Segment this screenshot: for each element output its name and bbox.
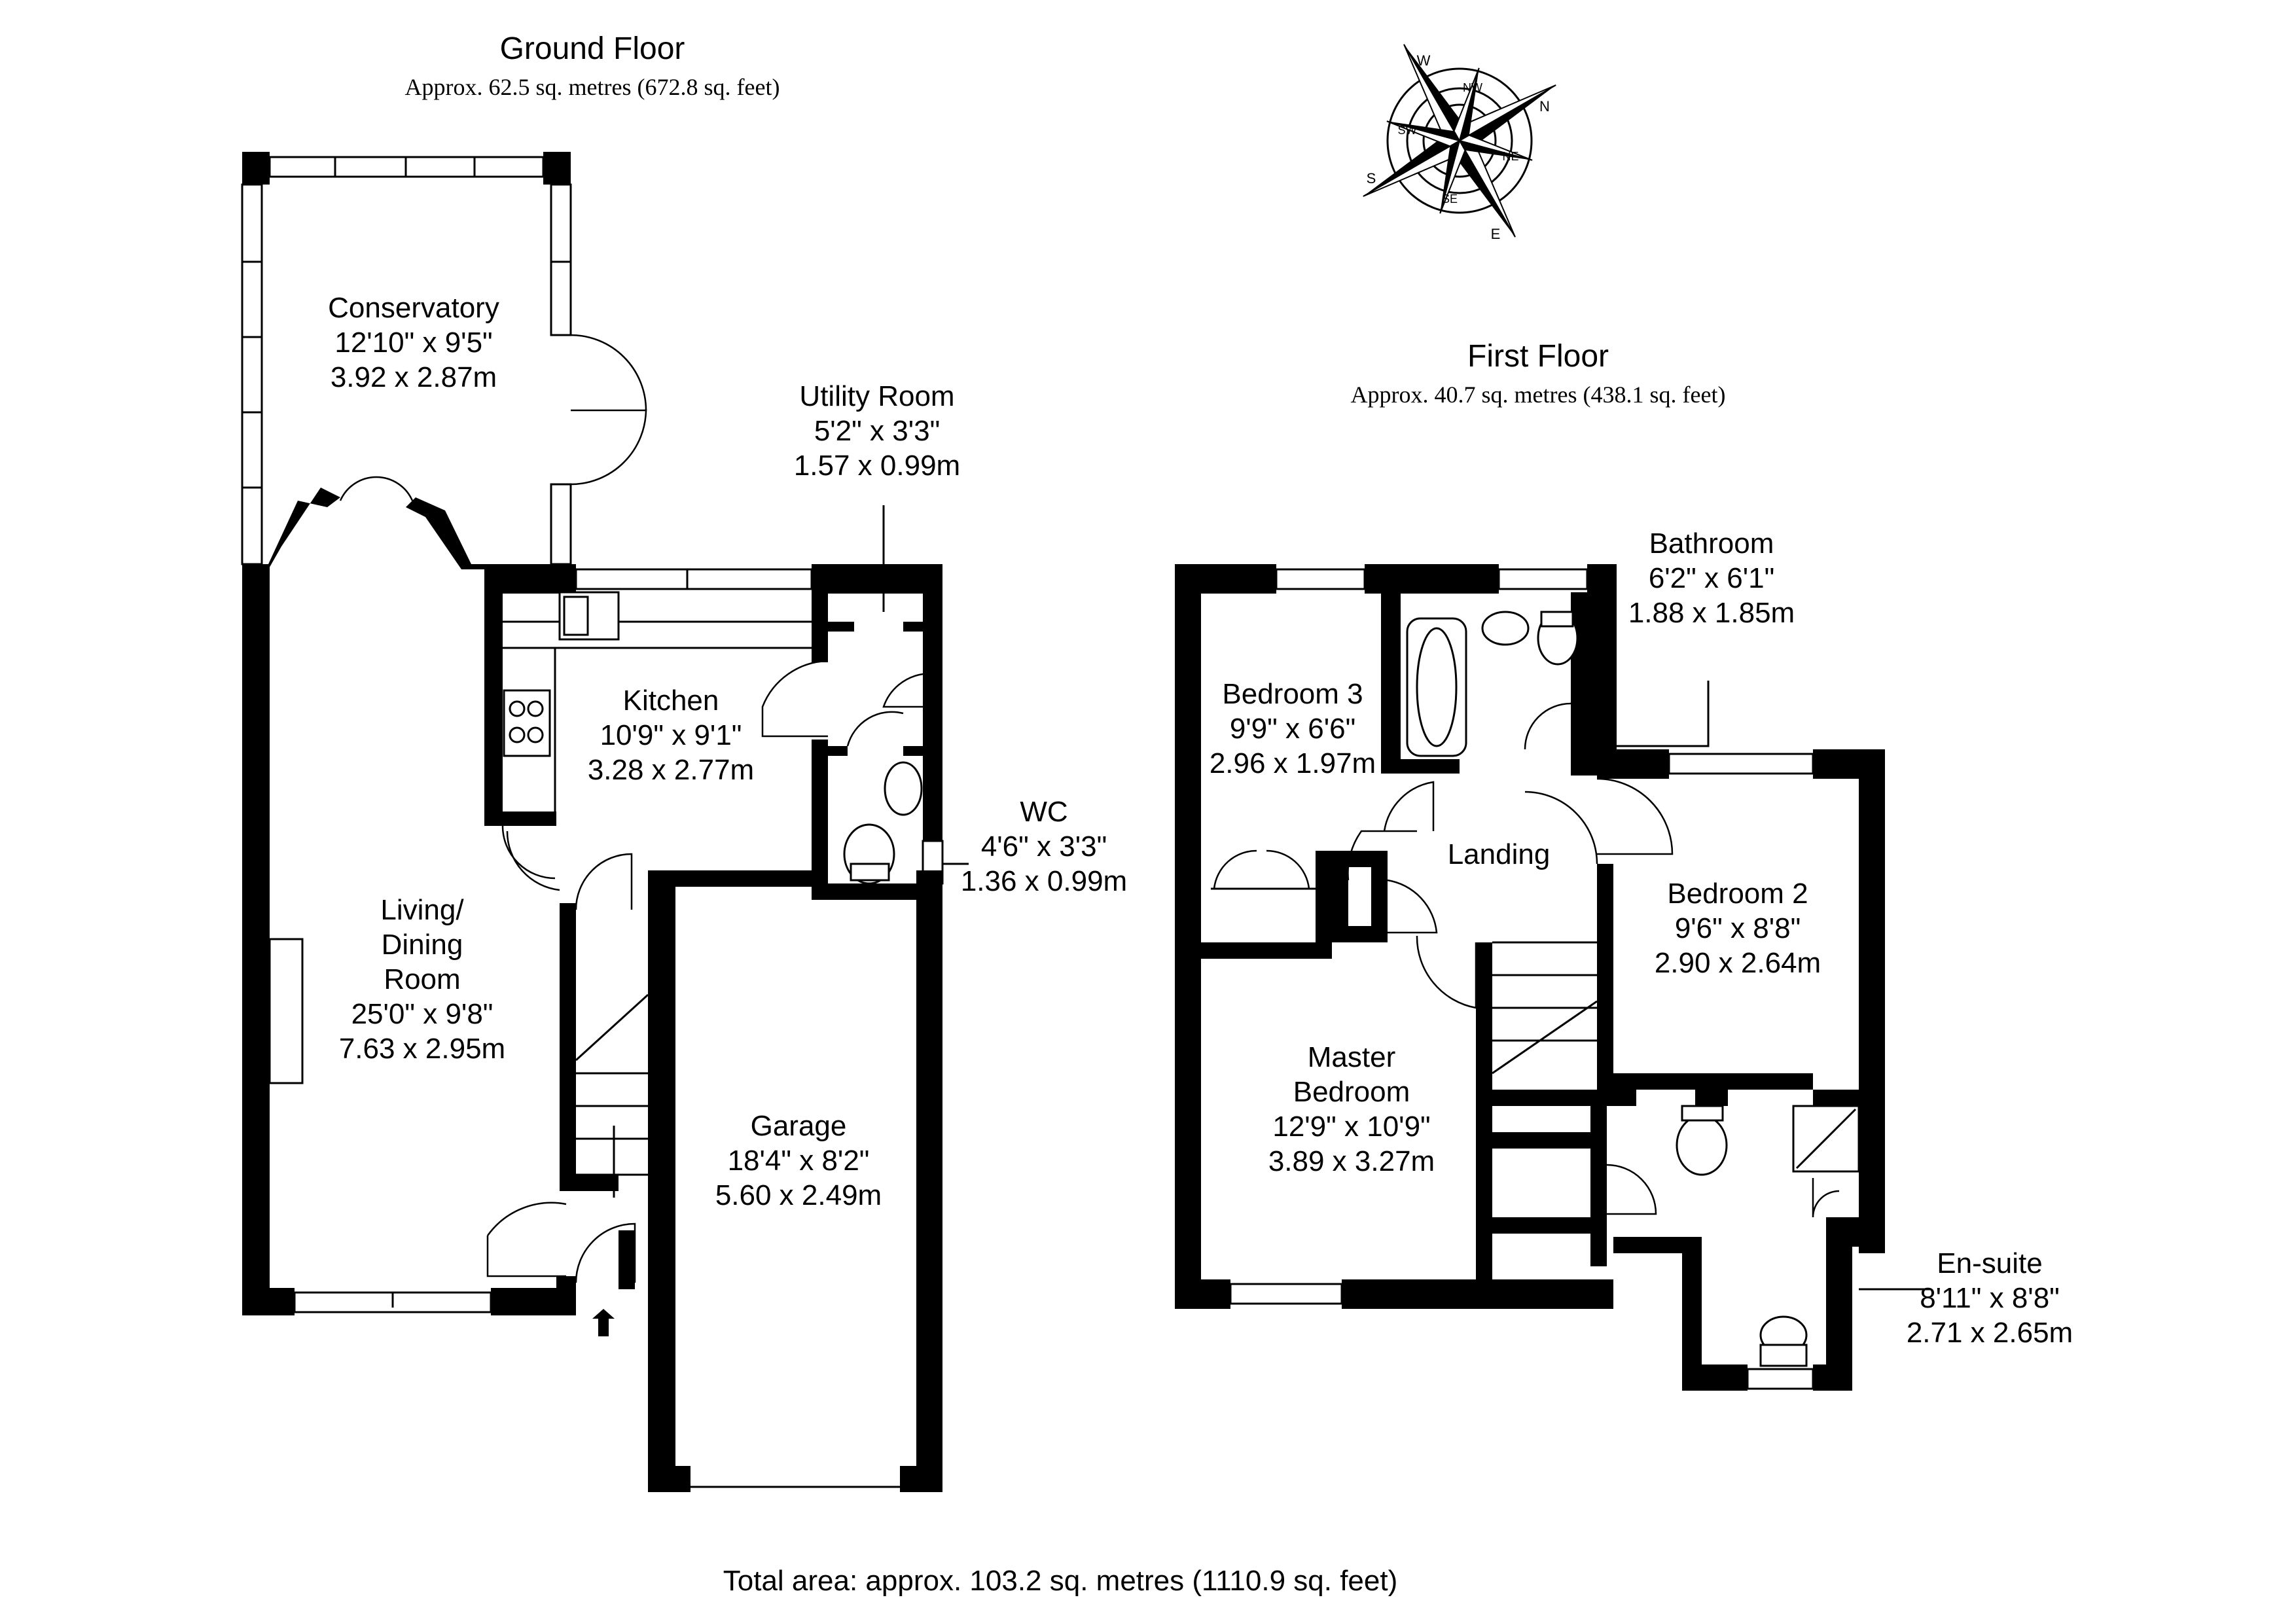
room-size-imperial-bedroom-2: 9'6" x 8'8" bbox=[1675, 912, 1801, 944]
room-name-master-line-1: Master bbox=[1308, 1041, 1395, 1073]
room-size-imperial-garage: 18'4" x 8'2" bbox=[728, 1145, 870, 1177]
room-size-imperial-utility: 5'2" x 3'3" bbox=[814, 415, 940, 447]
room-size-imperial-master: 12'9" x 10'9" bbox=[1272, 1111, 1430, 1143]
room-name-kitchen: Kitchen bbox=[623, 685, 719, 717]
first-floor-area: Approx. 40.7 sq. metres (438.1 sq. feet) bbox=[1351, 382, 1726, 408]
room-size-imperial-kitchen: 10'9" x 9'1" bbox=[600, 719, 742, 751]
room-size-metric-bedroom-3: 2.96 x 1.97m bbox=[1210, 747, 1376, 779]
room-size-metric-wc: 1.36 x 0.99m bbox=[961, 865, 1127, 897]
room-name-bedroom-3: Bedroom 3 bbox=[1222, 678, 1363, 710]
room-name-living-line-2: Dining bbox=[382, 929, 463, 961]
room-name-bedroom-2: Bedroom 2 bbox=[1667, 878, 1808, 910]
ground-floor-plan bbox=[241, 152, 944, 1492]
room-size-metric-utility: 1.57 x 0.99m bbox=[794, 450, 960, 482]
room-name-wc: WC bbox=[1020, 796, 1067, 828]
ground-floor-area: Approx. 62.5 sq. metres (672.8 sq. feet) bbox=[405, 74, 780, 100]
room-name-bathroom: Bathroom bbox=[1649, 527, 1774, 560]
room-size-imperial-wc: 4'6" x 3'3" bbox=[981, 830, 1107, 863]
room-name-en-suite: En-suite bbox=[1937, 1247, 2042, 1279]
room-name-utility: Utility Room bbox=[799, 380, 954, 412]
room-size-metric-master: 3.89 x 3.27m bbox=[1268, 1145, 1435, 1177]
compass-label-e: E bbox=[1491, 226, 1501, 242]
compass-label-s: S bbox=[1367, 170, 1376, 187]
room-name-landing: Landing bbox=[1448, 838, 1551, 870]
total-area: Total area: approx. 103.2 sq. metres (11… bbox=[723, 1565, 1398, 1597]
room-size-metric-kitchen: 3.28 x 2.77m bbox=[588, 754, 754, 786]
room-size-imperial-bathroom: 6'2" x 6'1" bbox=[1649, 562, 1774, 594]
compass-label-nw: NW bbox=[1463, 81, 1482, 94]
room-size-metric-en-suite: 2.71 x 2.65m bbox=[1907, 1317, 2073, 1349]
room-size-metric-garage: 5.60 x 2.49m bbox=[715, 1179, 882, 1211]
room-name-garage: Garage bbox=[751, 1110, 847, 1142]
room-size-imperial-bedroom-3: 9'9" x 6'6" bbox=[1230, 713, 1355, 745]
room-name-living-line-1: Living/ bbox=[380, 894, 464, 926]
room-size-metric-bathroom: 1.88 x 1.85m bbox=[1628, 597, 1795, 629]
room-size-imperial-living: 25'0" x 9'8" bbox=[351, 998, 493, 1030]
compass-label-n: N bbox=[1539, 98, 1550, 115]
ground-floor-title: Ground Floor bbox=[500, 31, 685, 66]
compass-label-sw: SW bbox=[1398, 124, 1417, 137]
compass-label-se: SE bbox=[1442, 192, 1458, 205]
room-size-metric-bedroom-2: 2.90 x 2.64m bbox=[1655, 947, 1821, 979]
room-name-master-line-2: Bedroom bbox=[1293, 1076, 1410, 1108]
room-name-conservatory: Conservatory bbox=[328, 292, 499, 324]
room-size-imperial-en-suite: 8'11" x 8'8" bbox=[1920, 1282, 2060, 1314]
compass-label-ne: NE bbox=[1502, 150, 1518, 163]
first-floor-plan bbox=[1175, 564, 1931, 1391]
room-size-imperial-conservatory: 12'10" x 9'5" bbox=[334, 327, 492, 359]
room-size-metric-conservatory: 3.92 x 2.87m bbox=[331, 361, 497, 393]
room-size-metric-living: 7.63 x 2.95m bbox=[339, 1033, 505, 1065]
compass-label-w: W bbox=[1417, 52, 1431, 69]
room-name-living-line-3: Room bbox=[384, 963, 460, 995]
compass-rose-icon: W N E S NW NE SE SW bbox=[1363, 44, 1556, 242]
first-floor-title: First Floor bbox=[1467, 339, 1609, 374]
